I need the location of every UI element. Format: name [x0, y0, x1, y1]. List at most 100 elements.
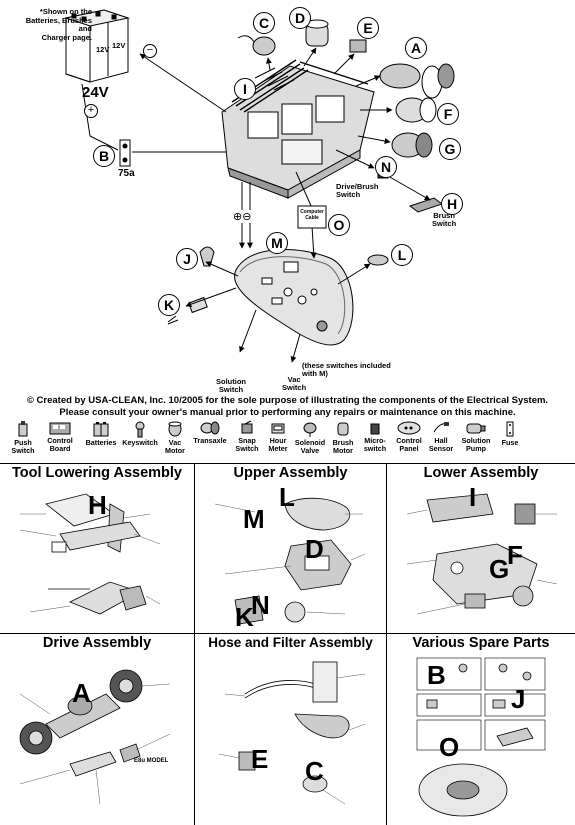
- callout-i: I: [234, 78, 256, 100]
- callout-n: N: [375, 156, 397, 178]
- panel-various-spare-parts[interactable]: Various Spare Parts B J O: [387, 634, 575, 825]
- battery-label-right: 12V: [112, 41, 126, 50]
- spare-parts-drawing: [416, 657, 546, 817]
- plus-minus-symbol: ⊕⊖: [233, 210, 252, 223]
- lower-assembly-drawing: [406, 493, 558, 615]
- panel-title: Lower Assembly: [423, 465, 539, 481]
- panel-lower-assembly[interactable]: Lower Assembly I F G: [387, 464, 575, 633]
- panel-letter-a: A: [72, 678, 91, 708]
- drive-brush-switch-label: Drive/Brush Switch: [336, 182, 379, 199]
- component-drawings: [119, 19, 455, 325]
- hour-meter-icon: [271, 423, 285, 434]
- callout-g: G: [439, 138, 461, 160]
- batteries-icon: [93, 422, 109, 437]
- callout-h: H: [441, 193, 463, 215]
- push-switch-icon: [18, 421, 28, 437]
- callout-b: B: [93, 145, 115, 167]
- legend-hall-sensor: Hall Sensor: [426, 420, 456, 453]
- panel-tool-lowering-assembly[interactable]: Tool Lowering Assembly H: [0, 464, 194, 633]
- callout-k: K: [158, 294, 180, 316]
- panel-title: Hose and Filter Assembly: [208, 635, 373, 650]
- callout-m: M: [266, 232, 288, 254]
- panel-letter-k: K: [235, 602, 254, 632]
- panel-letter-i: I: [469, 482, 477, 512]
- control-panel-drawing: [234, 249, 354, 346]
- panel-title: Various Spare Parts: [412, 635, 550, 651]
- panel-letter-h: H: [88, 490, 107, 520]
- grid-line-middle: [0, 633, 575, 634]
- credit-line-1: © Created by USA-CLEAN, Inc. 10/2005 for…: [26, 395, 549, 406]
- panel-title: Tool Lowering Assembly: [12, 465, 182, 481]
- solenoid-valve-icon: [303, 422, 317, 437]
- callout-j: J: [176, 248, 198, 270]
- callout-l: L: [391, 244, 413, 266]
- keyswitch-icon: [135, 421, 145, 438]
- legend-batteries: Batteries: [82, 420, 120, 447]
- vac-switch-label: Vac Switch: [282, 375, 307, 392]
- solution-pump-icon: [466, 423, 486, 434]
- component-legend: Push Switch Control Board Batteries Keys…: [6, 420, 569, 464]
- panel-upper-assembly[interactable]: Upper Assembly L M D K N: [195, 464, 386, 633]
- legend-fuse: Fuse: [496, 420, 524, 447]
- panel-drive-assembly[interactable]: Drive Assembly A E8u MODEL: [0, 634, 194, 825]
- batteries-page-note: *Shown on the Batteries, Brushes and Cha…: [25, 7, 92, 42]
- callout-f: F: [437, 103, 459, 125]
- legend-control-panel: Control Panel: [392, 420, 426, 453]
- panel-title: Drive Assembly: [42, 635, 152, 651]
- fuse-rating-label: 75a: [118, 168, 135, 179]
- vac-motor-icon: [168, 421, 182, 437]
- panel-letter-c: C: [305, 756, 324, 786]
- callout-a: A: [405, 37, 427, 59]
- panel-letter-g: G: [489, 554, 510, 584]
- positive-terminal-icon: +: [84, 104, 98, 118]
- switches-included-note: (these switches included with M): [302, 361, 391, 378]
- legend-solution-pump: Solution Pump: [458, 420, 494, 453]
- hall-sensor-icon: [433, 422, 449, 433]
- computer-cable-box: [297, 205, 327, 229]
- battery-label-left: 12V: [96, 45, 110, 54]
- transaxle-icon: [200, 421, 220, 435]
- legend-keyswitch: Keyswitch: [120, 420, 160, 447]
- panel-letter-f: F: [507, 540, 523, 570]
- legend-transaxle: Transaxle: [192, 420, 228, 445]
- callout-c: C: [253, 12, 275, 34]
- control-board-drawing: [221, 59, 375, 199]
- brush-motor-icon: [337, 422, 349, 436]
- panel-letter-o: O: [439, 732, 460, 762]
- legend-control-board: Control Board: [42, 420, 78, 453]
- hose-filter-drawing: [218, 661, 366, 805]
- legend-brush-motor: Brush Motor: [328, 420, 358, 455]
- drive-assembly-drawing: [19, 669, 171, 805]
- brush-switch-label: Brush Switch: [432, 211, 457, 228]
- panel-letter-l: L: [279, 482, 295, 512]
- panel-letter-n: N: [251, 590, 270, 620]
- battery-pack-drawing: [64, 9, 130, 83]
- panel-letter-b: B: [427, 660, 446, 690]
- panel-letter-j: J: [511, 684, 526, 714]
- solution-switch-label: Solution Switch: [216, 377, 246, 394]
- e8u-model-note: E8u MODEL: [134, 758, 169, 764]
- callout-d: D: [289, 7, 311, 29]
- control-panel-icon: [397, 421, 421, 435]
- snap-switch-icon: [241, 420, 253, 434]
- legend-solenoid-valve: Solenoid Valve: [292, 420, 328, 455]
- callout-e: E: [357, 17, 379, 39]
- legend-vac-motor: Vac Motor: [160, 420, 190, 455]
- fuse-icon: [506, 421, 514, 437]
- grid-line-left: [194, 463, 195, 825]
- panel-hose-and-filter-assembly[interactable]: Hose and Filter Assembly E C: [195, 634, 386, 825]
- panel-letter-e: E: [251, 744, 269, 774]
- callout-o: O: [328, 214, 350, 236]
- electrical-system-diagram: [64, 9, 455, 363]
- panel-letter-d: D: [305, 534, 324, 564]
- credit-line-2: Please consult your owner's manual prior…: [59, 407, 516, 418]
- legend-push-switch: Push Switch: [6, 420, 40, 455]
- grid-line-top: [0, 463, 575, 464]
- voltage-label: 24V: [82, 84, 109, 101]
- upper-assembly-drawing: [214, 497, 366, 625]
- wiring-lines: [81, 47, 431, 363]
- computer-cable-label: Computer Cable: [300, 209, 324, 221]
- grid-line-right: [386, 463, 387, 825]
- negative-terminal-icon: −: [143, 44, 157, 58]
- legend-hour-meter: Hour Meter: [264, 420, 292, 453]
